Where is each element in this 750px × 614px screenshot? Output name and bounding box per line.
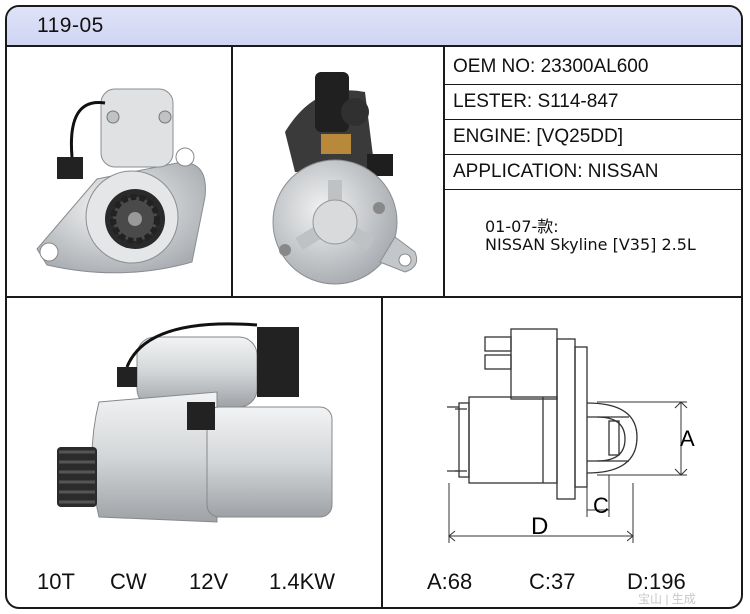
model-year: 01-07-款: (485, 217, 559, 236)
voltage: 12V (189, 569, 229, 594)
divider-top-v1 (231, 45, 233, 297)
dim-label-c: C (593, 493, 609, 518)
dimension-a: A:68 (427, 569, 473, 594)
lester-number: LESTER: S114-847 (453, 91, 619, 112)
vehicle-model: NISSAN Skyline [V35] 2.5L (485, 235, 696, 254)
spec-row-divider-4 (443, 189, 741, 190)
divider-mid-h (7, 296, 741, 298)
front-view-photo (36, 88, 206, 274)
part-number-title: 119-05 (37, 14, 104, 37)
application: APPLICATION: NISSAN (453, 161, 659, 182)
power: 1.4KW (269, 569, 336, 594)
spec-row-divider-3 (443, 154, 741, 155)
header-bar: 119-05 (7, 7, 741, 47)
divider-bottom-v (381, 296, 383, 607)
dim-label-a: A (680, 426, 695, 451)
spec-row-divider-1 (443, 84, 741, 85)
engine-code: ENGINE: [VQ25DD] (453, 126, 623, 147)
spec-row-divider-2 (443, 119, 741, 120)
rear-view-photo (272, 72, 418, 285)
dimension-c: C:37 (529, 569, 576, 594)
dim-label-d: D (531, 513, 548, 540)
oem-number: OEM NO: 23300AL600 (453, 56, 649, 77)
teeth-count: 10T (37, 569, 75, 594)
product-card: 119-05 (5, 5, 743, 609)
dimension-drawing: A C D (447, 328, 695, 543)
divider-top-v2 (443, 45, 445, 297)
side-view-photo (57, 322, 333, 523)
dimension-d: D:196 (627, 569, 686, 594)
rotation: CW (110, 569, 147, 594)
watermark: 宝山 | 生成 (638, 592, 696, 606)
